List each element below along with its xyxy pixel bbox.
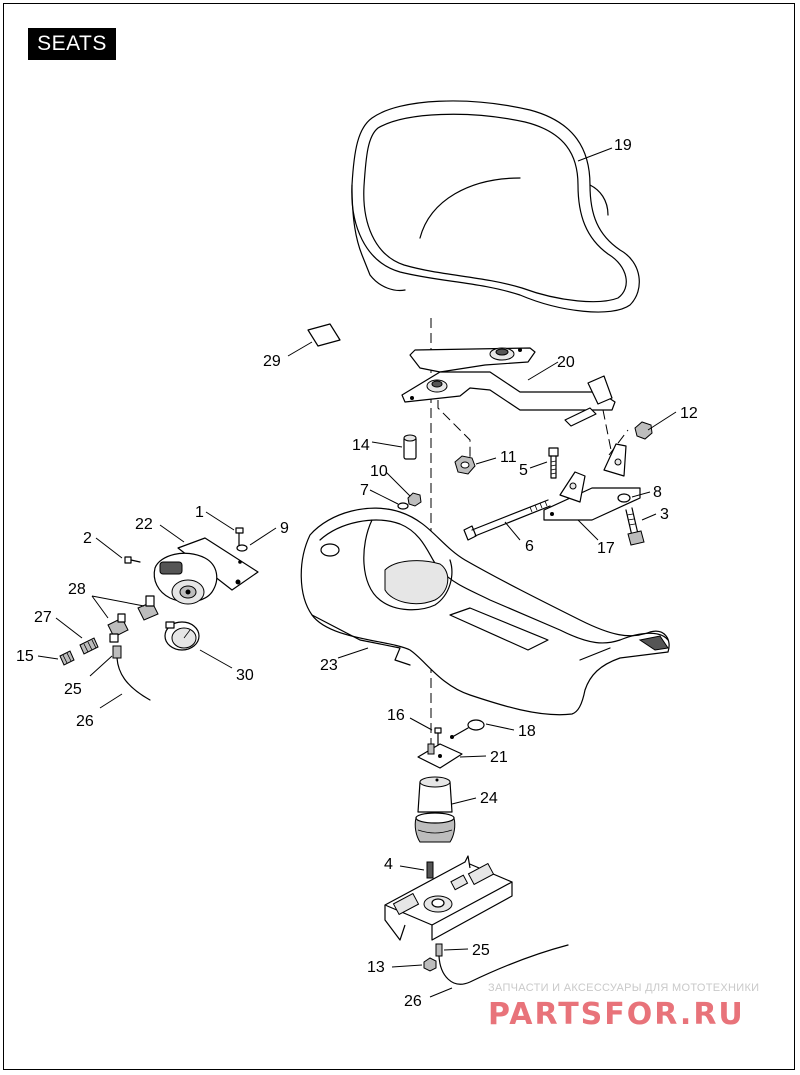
hose-part-26-upper <box>116 657 151 701</box>
leader-lines <box>37 147 677 998</box>
callout-18: 18 <box>518 723 536 740</box>
callout-8: 8 <box>653 484 662 501</box>
bolt-part-6 <box>463 499 551 541</box>
callout-10: 10 <box>370 463 388 480</box>
fitting-part-28 <box>107 595 159 643</box>
watermark: ЗАПЧАСТИ И АКСЕССУАРЫ ДЛЯ МОТОТЕХНИКИ PA… <box>488 982 759 1032</box>
callout-30: 30 <box>236 667 254 684</box>
callout-23: 23 <box>320 657 338 674</box>
bracket-part-20 <box>401 347 616 427</box>
callout-29: 29 <box>263 353 281 370</box>
bracket-part-17 <box>543 443 641 521</box>
bolt-part-3 <box>625 507 645 546</box>
seat-part-19 <box>351 100 640 313</box>
page-title: SEATS <box>28 28 116 60</box>
base-bracket <box>384 855 513 941</box>
callout-labels: 19 20 29 12 14 11 5 10 7 8 3 6 17 1 22 9… <box>16 137 698 1010</box>
callout-22: 22 <box>135 516 153 533</box>
diagram-frame <box>3 3 795 1070</box>
callout-3: 3 <box>660 506 669 523</box>
callout-7: 7 <box>360 482 369 499</box>
callout-28: 28 <box>68 581 86 598</box>
callout-9: 9 <box>280 520 289 537</box>
gauge-part-30 <box>164 621 200 651</box>
callout-26-lower: 26 <box>404 993 422 1010</box>
bolt-part-5 <box>548 447 559 479</box>
callout-5: 5 <box>519 462 528 479</box>
nut-part-13 <box>423 957 437 972</box>
screw-part-1 <box>235 527 244 547</box>
label-part-29 <box>307 323 341 347</box>
callout-24: 24 <box>480 790 498 807</box>
callout-6: 6 <box>525 538 534 555</box>
callout-1: 1 <box>195 504 204 521</box>
washer-part-7 <box>397 502 409 510</box>
washer-part-8 <box>617 493 631 503</box>
nut-part-12 <box>634 421 653 440</box>
screw-part-16 <box>434 727 442 746</box>
ring-part-18 <box>450 719 485 739</box>
hose-part-26-lower <box>438 944 569 985</box>
watermark-brand: PARTSFOR.RU <box>488 997 745 1032</box>
stud-part-4 <box>426 861 434 879</box>
callout-25-lower: 25 <box>472 942 490 959</box>
bolt-axis-line <box>437 400 471 460</box>
callout-27: 27 <box>34 609 52 626</box>
nut-part-11 <box>454 455 476 475</box>
air-spring-part-24 <box>414 776 456 843</box>
screw-part-2 <box>124 556 141 564</box>
callout-25-upper: 25 <box>64 681 82 698</box>
watermark-tagline: ЗАПЧАСТИ И АКСЕССУАРЫ ДЛЯ МОТОТЕХНИКИ <box>488 982 759 994</box>
plate-part-21 <box>417 743 463 769</box>
callout-4: 4 <box>384 856 393 873</box>
callout-20: 20 <box>557 354 575 371</box>
fitting-part-25-lower <box>435 943 443 957</box>
callout-13: 13 <box>367 959 385 976</box>
callout-14: 14 <box>352 437 370 454</box>
callout-26-upper: 26 <box>76 713 94 730</box>
callout-21: 21 <box>490 749 508 766</box>
connector-part-27 <box>79 637 99 655</box>
nut-axis-line <box>608 429 629 456</box>
seat-pan-part-23 <box>300 507 670 716</box>
callout-12: 12 <box>680 405 698 422</box>
nut-part-10 <box>407 492 422 507</box>
callout-17: 17 <box>597 540 615 557</box>
callout-19: 19 <box>614 137 632 154</box>
stud-part-14 <box>403 434 417 460</box>
callout-11: 11 <box>500 449 517 466</box>
callout-16: 16 <box>387 707 405 724</box>
cap-part-15 <box>59 650 75 666</box>
pump-part-22 <box>153 537 259 605</box>
callout-2: 2 <box>83 530 92 547</box>
callout-15: 15 <box>16 648 34 665</box>
fitting-part-25-upper <box>112 645 122 659</box>
washer-part-9 <box>236 544 248 552</box>
